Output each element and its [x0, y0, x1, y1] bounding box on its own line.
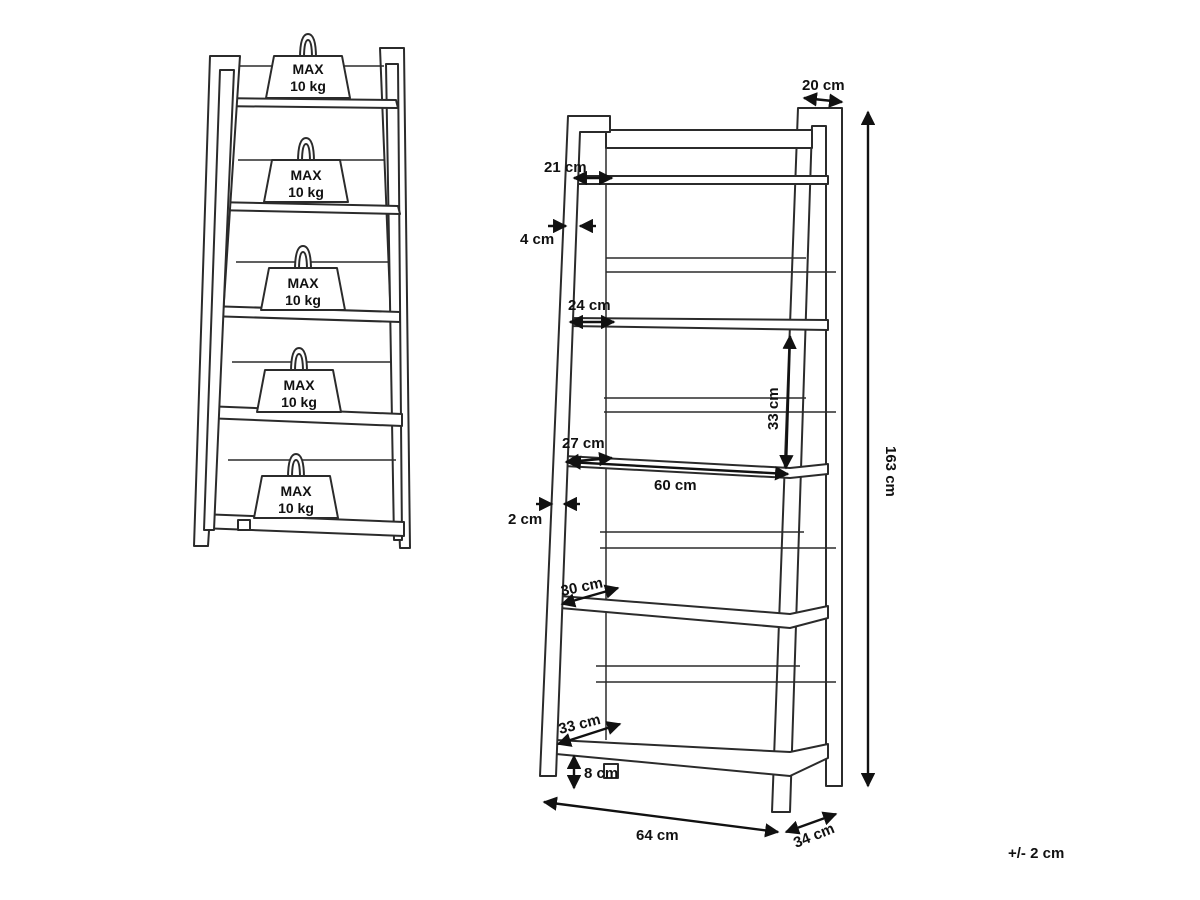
- weight-3-label-line2: 10 kg: [285, 292, 321, 308]
- weight-3-label-line1: MAX: [287, 275, 319, 291]
- label-shelf5-depth: 33 cm: [557, 711, 602, 738]
- weight-3: MAX 10 kg: [260, 245, 346, 311]
- label-shelf-thickness: 2 cm: [508, 511, 542, 528]
- weight-5: MAX 10 kg: [253, 453, 339, 519]
- dim-shelf-back-rails: [596, 129, 836, 740]
- label-shelf-width: 60 cm: [654, 477, 697, 494]
- dim-shelf-left-leg: [539, 115, 611, 777]
- label-frame-thickness: 4 cm: [520, 231, 554, 248]
- label-shelf4-depth: 30 cm: [559, 574, 604, 599]
- load-shelf-right-leg-inner: [385, 63, 403, 541]
- label-shelf-spacing: 33 cm: [765, 387, 782, 430]
- weight-2: MAX 10 kg: [263, 137, 349, 203]
- load-shelf-shelves: [199, 97, 405, 537]
- weight-5-label-line2: 10 kg: [278, 500, 314, 516]
- weight-5-label-line1: MAX: [280, 483, 312, 499]
- tolerance-note: +/- 2 cm: [1008, 845, 1064, 862]
- label-total-depth: 34 cm: [791, 820, 837, 852]
- label-shelf1-depth: 21 cm: [544, 159, 587, 176]
- weight-4-label-line1: MAX: [283, 377, 315, 393]
- dim-shelf-right-leg: [771, 107, 843, 813]
- label-total-height: 163 cm: [882, 446, 899, 497]
- weight-1-label-line1: MAX: [292, 61, 324, 77]
- label-shelf2-depth: 24 cm: [568, 297, 611, 314]
- label-top-depth: 20 cm: [802, 77, 845, 94]
- load-shelf-drawing: [193, 47, 411, 549]
- weight-4: MAX 10 kg: [256, 347, 342, 413]
- weight-4-label-line2: 10 kg: [281, 394, 317, 410]
- label-total-width: 64 cm: [636, 827, 679, 844]
- label-shelf3-depth: 27 cm: [562, 435, 605, 452]
- load-shelf-left-leg-inner: [203, 69, 235, 531]
- weight-2-label-line2: 10 kg: [288, 184, 324, 200]
- weight-1-label-line2: 10 kg: [290, 78, 326, 94]
- weight-1: MAX 10 kg: [265, 33, 351, 99]
- dimension-lines: [536, 92, 876, 838]
- weight-2-label-line1: MAX: [290, 167, 322, 183]
- label-bottom-clearance: 8 cm: [584, 765, 618, 782]
